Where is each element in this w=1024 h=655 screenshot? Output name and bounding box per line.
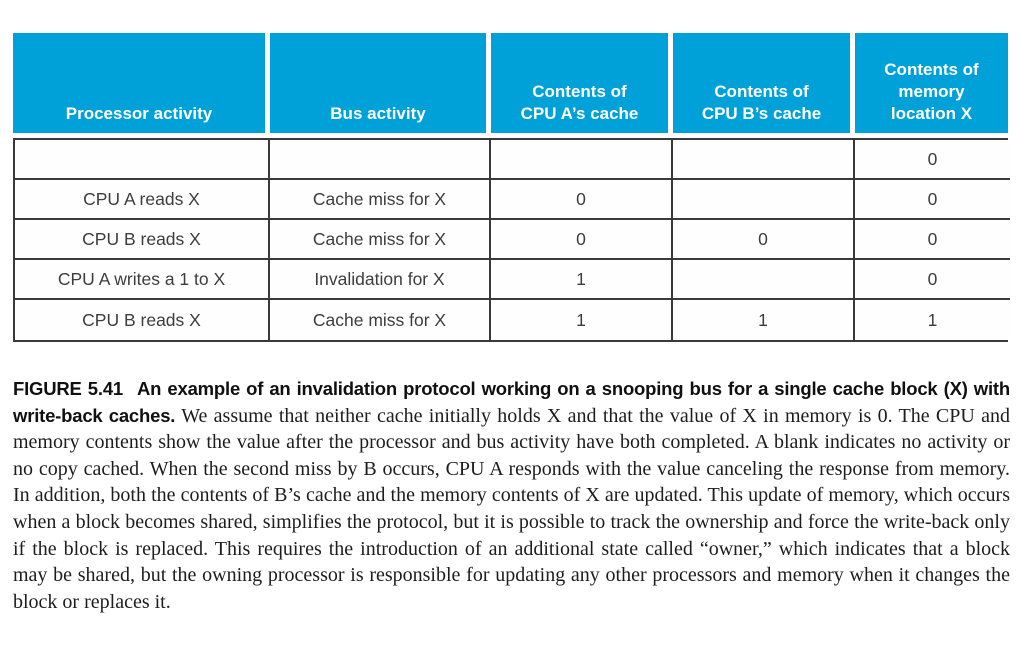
figure-caption-label: FIGURE 5.41	[13, 378, 124, 399]
table-cell: 0	[673, 220, 855, 260]
table-cell: CPU B reads X	[15, 220, 270, 260]
header-cell-cpu-a-cache: Contents of CPU A’s cache	[491, 33, 673, 133]
table-header-row: Processor activity Bus activity Contents…	[13, 33, 1008, 133]
table-cell: 1	[855, 300, 1010, 340]
figure-caption-title: An example of an invalidation protocol w…	[13, 378, 1010, 426]
table-cell: Cache miss for X	[270, 220, 491, 260]
table-cell: Cache miss for X	[270, 300, 491, 340]
figure-table: Processor activity Bus activity Contents…	[13, 33, 1010, 342]
table-cell: Cache miss for X	[270, 180, 491, 220]
table-cell: CPU B reads X	[15, 300, 270, 340]
table-cell: 0	[855, 220, 1010, 260]
header-cell-cpu-b-cache: Contents of CPU B’s cache	[673, 33, 855, 133]
table-cell: 1	[673, 300, 855, 340]
table-cell: 0	[855, 140, 1010, 180]
header-cell-bus-activity: Bus activity	[270, 33, 491, 133]
table-cell: 0	[855, 180, 1010, 220]
figure-caption-body: We assume that neither cache initially h…	[13, 404, 1010, 613]
table-cell: CPU A writes a 1 to X	[15, 260, 270, 300]
table-cell	[491, 140, 673, 180]
table-cell: 0	[491, 180, 673, 220]
table-cell: 1	[491, 300, 673, 340]
table-cell: 0	[491, 220, 673, 260]
table-cell	[673, 180, 855, 220]
table-cell: CPU A reads X	[15, 180, 270, 220]
table-cell: Invalidation for X	[270, 260, 491, 300]
header-cell-processor-activity: Processor activity	[13, 33, 270, 133]
table-cell	[270, 140, 491, 180]
table-cell	[673, 140, 855, 180]
table-body: 0 CPU A reads X Cache miss for X 0 0 CPU…	[13, 138, 1010, 342]
table-cell: 0	[855, 260, 1010, 300]
table-cell	[673, 260, 855, 300]
table-cell	[15, 140, 270, 180]
table-cell: 1	[491, 260, 673, 300]
header-cell-memory-location: Contents of memory location X	[855, 33, 1008, 133]
